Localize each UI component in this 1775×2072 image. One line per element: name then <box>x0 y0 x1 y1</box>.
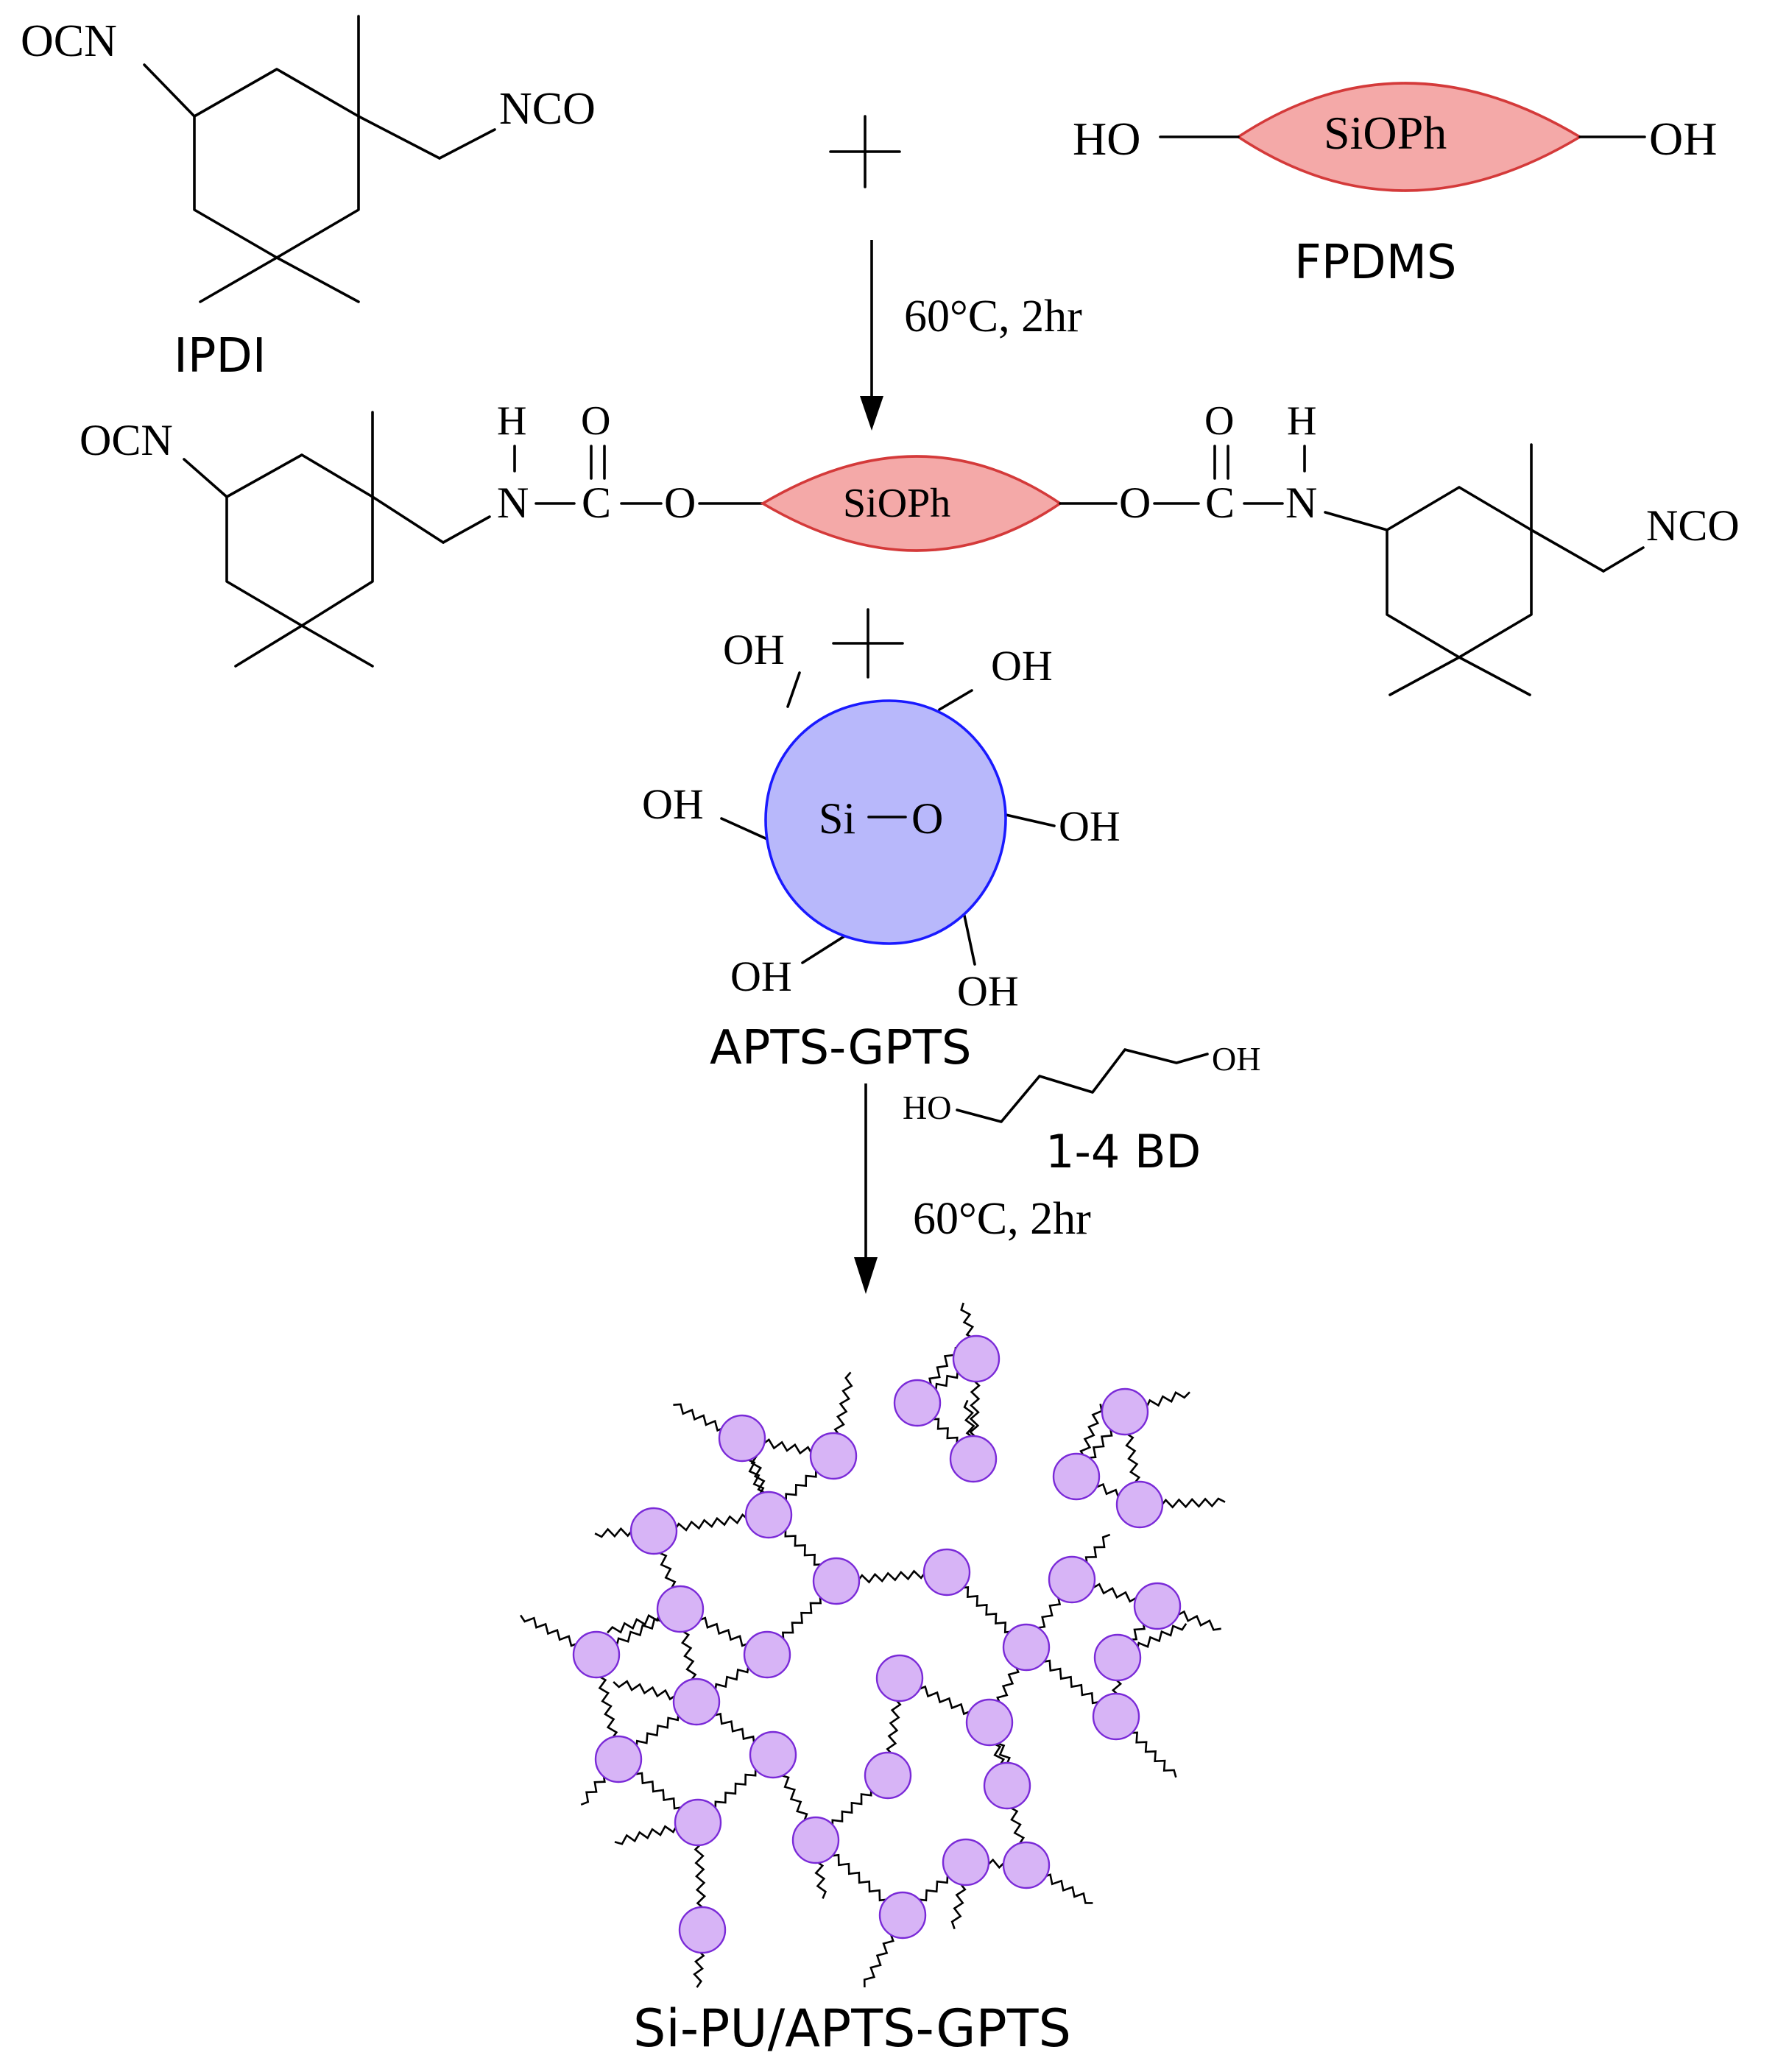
ipdi-ocn-label: OCN <box>21 16 117 66</box>
apts-gpts-core-circle <box>764 699 1007 945</box>
network-particle-5 <box>1101 1387 1149 1436</box>
network-particle-2 <box>718 1414 766 1463</box>
fpdms-oh-label: OH <box>1649 113 1717 165</box>
network-particle-22 <box>749 1730 797 1779</box>
network-particle-14 <box>656 1585 705 1633</box>
apts-gpts-particle: Si O OH OH OH OH OH OH <box>642 626 1121 1015</box>
network-particle-21 <box>965 1698 1014 1747</box>
bd-oh-label: OH <box>1212 1040 1260 1078</box>
network-particle-10 <box>812 1557 861 1605</box>
apts-gpts-core-si: Si <box>819 794 855 843</box>
oh-group-bottom-right: OH <box>957 967 1019 1015</box>
left-urethane-o-carbonyl: O <box>581 398 610 444</box>
oh-group-top-right: OH <box>991 642 1053 690</box>
prepolymer-core-label: SiOPh <box>843 481 950 526</box>
network-particle-1 <box>893 1379 942 1427</box>
step2-condition: 60°C, 2hr <box>913 1194 1091 1244</box>
ipdi-molecule: OCN NCO <box>21 15 596 303</box>
network-particle-7 <box>1115 1480 1164 1529</box>
left-urethane-n: N <box>497 478 529 527</box>
right-urethane-o-ester: O <box>1119 478 1151 527</box>
product-name: Si-PU/APTS-GPTS <box>633 1998 1071 2059</box>
network-particle-0 <box>952 1334 1001 1383</box>
network-particle-18 <box>1093 1633 1142 1682</box>
network-particle-27 <box>674 1798 722 1847</box>
right-urethane-h: H <box>1287 398 1316 444</box>
network-particle-26 <box>983 1761 1031 1810</box>
bd-ho-label: HO <box>903 1089 951 1126</box>
network-particle-6 <box>1052 1452 1101 1501</box>
network-particle-28 <box>791 1816 840 1864</box>
fpdms-core-label: SiOPh <box>1324 107 1447 159</box>
network-particle-25 <box>864 1751 912 1800</box>
network-particle-12 <box>1048 1555 1096 1604</box>
left-urethane-c: C <box>582 478 611 527</box>
network-particle-13 <box>1133 1582 1182 1630</box>
network-particle-29 <box>942 1838 990 1887</box>
network-particle-17 <box>1002 1623 1051 1672</box>
network-particle-24 <box>594 1735 643 1783</box>
fpdms-name: FPDMS <box>1294 236 1457 290</box>
prepolymer-ocn-label: OCN <box>80 416 173 464</box>
apts-gpts-core-o: O <box>911 794 943 843</box>
right-urethane-n: N <box>1285 478 1317 527</box>
oh-group-top-left: OH <box>723 626 785 673</box>
network-particle-4 <box>949 1435 998 1483</box>
oh-group-left: OH <box>642 780 704 828</box>
network-particle-23 <box>1092 1692 1140 1741</box>
fpdms-ho-label: HO <box>1073 113 1140 165</box>
fpdms-molecule: SiOPh HO OH <box>1073 82 1717 192</box>
step1-condition: 60°C, 2hr <box>904 291 1082 342</box>
prepolymer-nco-label: NCO <box>1646 501 1740 550</box>
network-particle-31 <box>878 1891 927 1940</box>
right-urethane-o-carbonyl: O <box>1204 398 1234 444</box>
apts-gpts-name: APTS-GPTS <box>710 1021 971 1075</box>
network-particle-9 <box>744 1491 793 1539</box>
left-urethane-o-ester: O <box>664 478 696 527</box>
network-particle-30 <box>1002 1841 1051 1889</box>
bd-name: 1-4 BD <box>1045 1125 1201 1178</box>
network-particle-16 <box>743 1630 791 1679</box>
left-urethane-h: H <box>497 398 526 444</box>
oh-group-right: OH <box>1059 802 1121 850</box>
reaction-arrow-1 <box>860 240 883 431</box>
right-urethane-c: C <box>1205 478 1235 527</box>
network-particle-20 <box>875 1654 924 1702</box>
reaction-arrow-2 <box>854 1083 878 1294</box>
prepolymer-molecule: OCN H N O C O SiOPh O O C H N <box>80 398 1740 696</box>
plus-sign-1 <box>829 115 901 188</box>
network-particles <box>572 1334 1182 1954</box>
ipdi-name: IPDI <box>174 329 267 383</box>
ipdi-nco-label: NCO <box>499 84 596 134</box>
butanediol-molecule: HO OH <box>903 1040 1260 1126</box>
oh-group-bottom-left: OH <box>730 952 792 1000</box>
network-particle-19 <box>672 1677 721 1726</box>
network-particle-15 <box>572 1630 621 1679</box>
network-particle-8 <box>629 1507 678 1555</box>
network-particle-3 <box>809 1432 858 1480</box>
network-particle-11 <box>922 1548 971 1597</box>
plus-sign-2 <box>832 608 904 679</box>
network-particle-32 <box>678 1906 727 1954</box>
